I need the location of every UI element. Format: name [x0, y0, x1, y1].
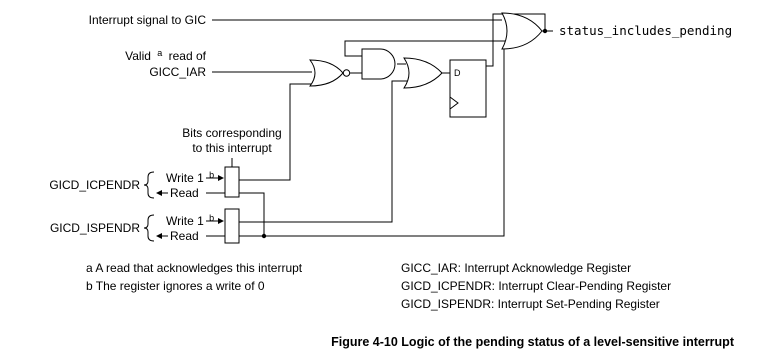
valid-read-label: Valid a read of	[125, 45, 207, 63]
bits-label-1: Bits corresponding	[182, 126, 281, 140]
ispendr-write-arrowhead	[218, 218, 224, 224]
ispendr-read-bg	[168, 229, 206, 242]
icpendr-read-label: Read	[170, 186, 199, 200]
valid-read-tail: read of	[169, 49, 207, 63]
icpendr-brace	[143, 171, 155, 199]
or-gate	[403, 57, 443, 89]
d-flipflop	[449, 59, 487, 118]
flipflop-d-label: D	[454, 68, 461, 78]
icpendr-bit-box	[224, 166, 240, 198]
output-label: status_includes_pending	[559, 23, 732, 38]
q-wire	[486, 40, 505, 67]
gicc-iar-label: GICC_IAR	[149, 65, 206, 79]
icpendr-write-arrowhead	[218, 175, 224, 181]
legend-icpendr: GICD_ICPENDR: Interrupt Clear-Pending Re…	[401, 279, 671, 293]
output-dot	[542, 28, 548, 34]
ispendr-bit-box	[224, 208, 240, 244]
icpendr-write-sup: b	[209, 170, 214, 180]
icpendr-write-label: Write 1 b	[166, 170, 214, 185]
junction-dot	[261, 233, 267, 239]
ispendr-read-label: Read	[170, 229, 199, 243]
figure-caption: Figure 4-10 Logic of the pending status …	[331, 335, 735, 349]
legend-iar: GICC_IAR: Interrupt Acknowledge Register	[401, 261, 631, 275]
icpendr-write-text: Write 1	[166, 171, 204, 185]
ispendr-write-sup: b	[209, 213, 214, 223]
clock-triangle	[449, 96, 459, 110]
interrupt-signal-label: Interrupt signal to GIC	[89, 13, 207, 27]
valid-read-sup: a	[157, 48, 162, 58]
valid-read-word: Valid	[125, 49, 151, 63]
inverter-bubble	[342, 69, 351, 77]
wires	[156, 13, 553, 239]
icpendr-read-arrowhead	[156, 190, 162, 196]
and-gate	[361, 48, 396, 80]
final-or-gate	[501, 12, 543, 50]
icpendr-label: GICD_ICPENDR	[49, 178, 140, 192]
footnote-b: b The register ignores a write of 0	[86, 279, 265, 293]
legend-ispendr: GICD_ISPENDR: Interrupt Set-Pending Regi…	[401, 297, 660, 311]
bits-label-2: to this interrupt	[192, 141, 272, 155]
ispendr-label: GICD_ISPENDR	[50, 221, 140, 235]
ispendr-write-label: Write 1 b	[166, 213, 214, 228]
ispendr-brace	[143, 214, 155, 242]
icpendr-wire	[239, 83, 312, 181]
footnote-a: a A read that acknowledges this interrup…	[86, 261, 303, 275]
ispendr-write-text: Write 1	[166, 214, 204, 228]
ispendr-read-arrowhead	[156, 233, 162, 239]
nor-gate	[308, 59, 344, 87]
icpendr-read-bg	[168, 186, 206, 199]
ispendr-wire	[239, 80, 408, 223]
